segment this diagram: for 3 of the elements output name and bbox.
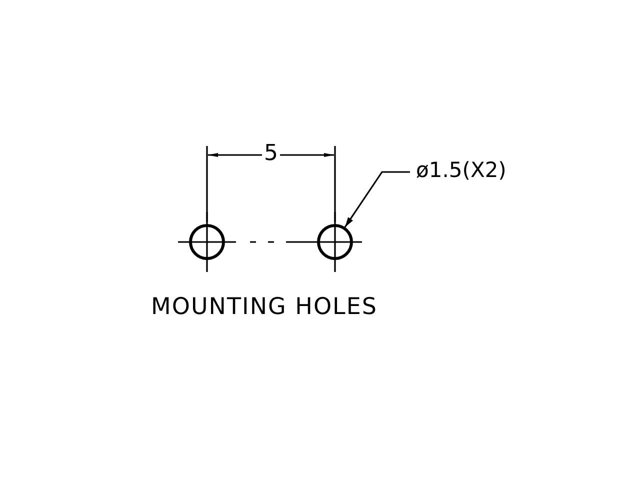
- callout-text: ø1.5(X2): [410, 158, 506, 182]
- leader-line: [344, 171, 410, 228]
- caption-text: MOUNTING HOLES: [151, 294, 378, 320]
